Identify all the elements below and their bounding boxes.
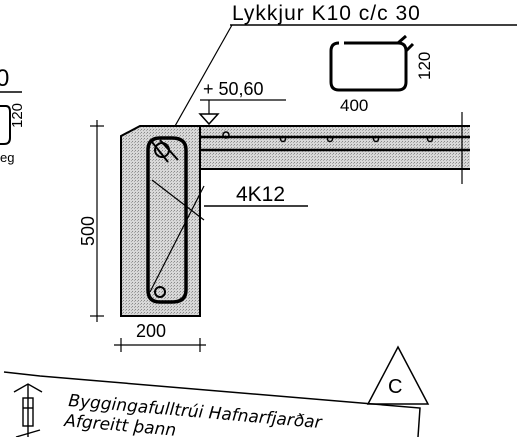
width-dimension: 200 (114, 321, 206, 352)
slab-rebar-dot (326, 135, 334, 143)
slab-rebar-dot (279, 135, 287, 143)
stirrup-callout: Lykkjur K10 c/c 30 (165, 2, 517, 143)
stamp-border (3, 371, 421, 437)
stirrup-height-text: 120 (415, 52, 434, 80)
beam (120, 125, 205, 317)
stirrup-callout-text: Lykkjur K10 c/c 30 (232, 2, 421, 25)
rebar-callout-text: 4K12 (236, 183, 285, 206)
left-fragment-dim-text: 120 (9, 103, 26, 128)
beam-height-text: 500 (78, 216, 98, 246)
elevation-mark: + 50,60 (198, 79, 286, 126)
section-triangle (366, 345, 430, 405)
slab (172, 112, 470, 184)
rebar-callout: 4K12 (204, 183, 308, 207)
stirrup-shape-detail: 120 400 (329, 34, 434, 115)
beam-diagonal (151, 179, 205, 221)
beam-rebar-bottom (154, 286, 166, 298)
beam-body (120, 125, 201, 317)
stamp-logo (13, 383, 43, 437)
beam-diagonal (149, 185, 205, 293)
beam-stirrup (146, 136, 188, 304)
beam-rebar-top (154, 142, 170, 158)
slab-rebar-dot (372, 135, 380, 143)
elevation-text: + 50,60 (203, 79, 264, 99)
elevation-triangle (198, 113, 220, 126)
slab-rebar-dot (426, 135, 434, 143)
stirrup-width-text: 400 (340, 96, 368, 115)
stirrup-leader (165, 24, 233, 143)
slab-rebar-dot (222, 131, 230, 139)
section-mark-text: C (388, 376, 402, 398)
height-dimension: 500 (78, 120, 104, 322)
slab-body (200, 126, 470, 169)
left-fragment-label: eg (0, 150, 14, 165)
left-fragment: 0 120 eg (0, 65, 26, 165)
left-fragment-top-text: 0 (0, 65, 9, 92)
section-marker: C (366, 345, 430, 405)
stirrup-shape (329, 34, 415, 92)
approval-stamp: Byggingafulltrúi Hafnarfjarðar Afgreitt … (3, 371, 421, 437)
left-fragment-stirrup (0, 105, 11, 145)
beam-width-text: 200 (136, 321, 166, 341)
